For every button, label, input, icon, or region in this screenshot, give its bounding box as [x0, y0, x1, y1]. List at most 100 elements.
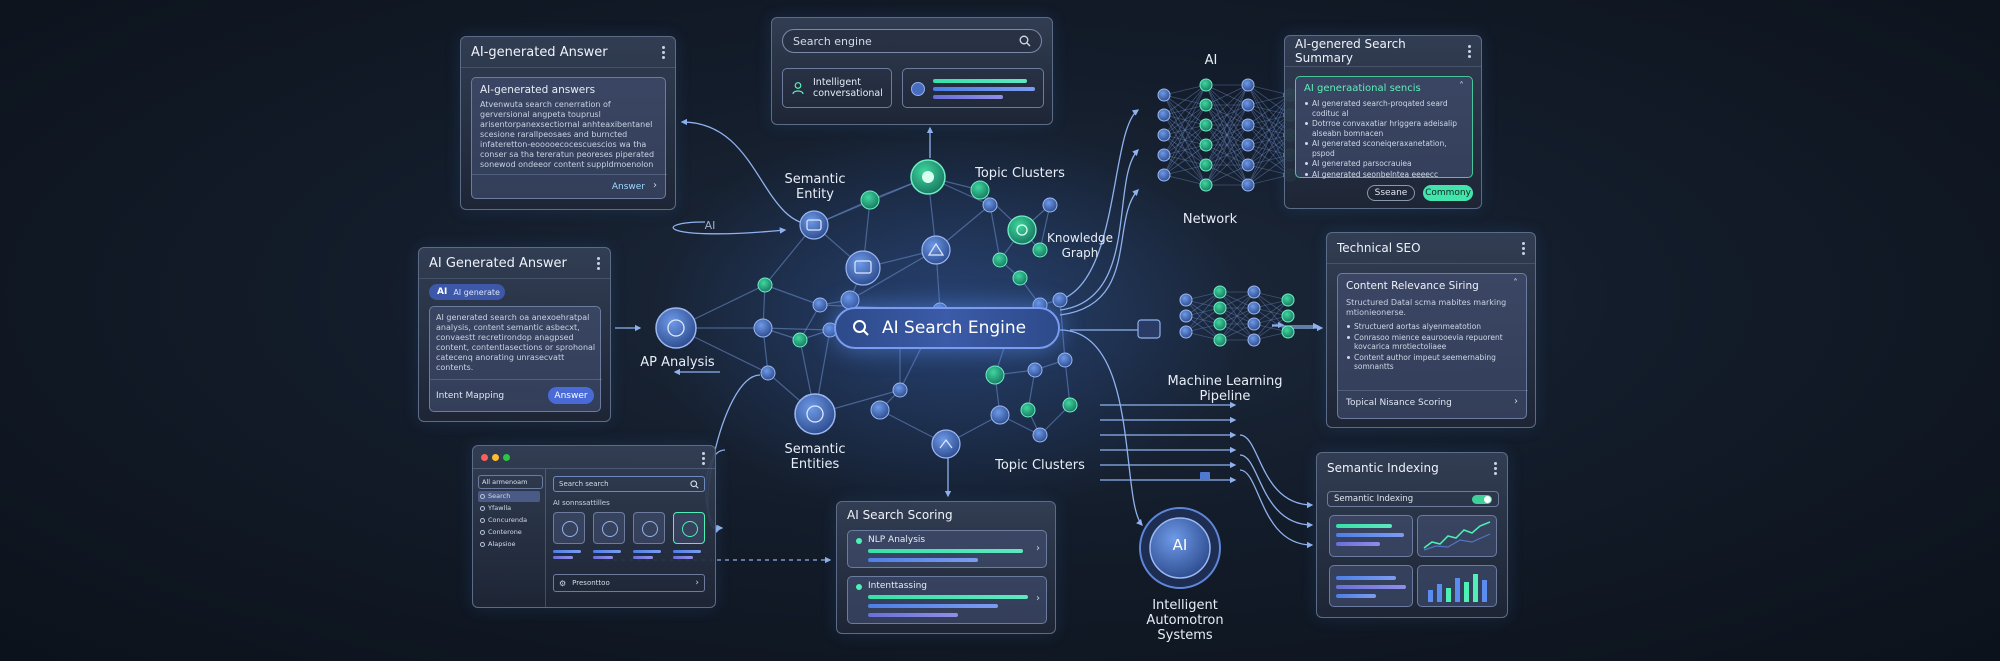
- label-semantic-entity: Semantic Entity: [784, 172, 846, 202]
- more-menu-icon[interactable]: [661, 45, 665, 59]
- label-semantic-entities: Semantic Entities: [784, 442, 846, 472]
- graph-node: [1020, 402, 1036, 418]
- ai-generated-answer-panel-2: AI Generated Answer AI AI generate AI ge…: [418, 247, 611, 422]
- neuron-node: [1157, 128, 1171, 142]
- more-menu-icon[interactable]: [701, 452, 705, 465]
- item-icon: [480, 506, 485, 511]
- sidebar-item-3[interactable]: Conterone: [478, 527, 540, 538]
- bullet-item: AI generated sconeiqeraxanetation, pspod: [1304, 139, 1469, 158]
- app-tile-0[interactable]: [553, 512, 585, 544]
- neuron-node: [1213, 301, 1227, 315]
- label-ai-small: AI: [704, 219, 716, 232]
- neuron-node: [1179, 309, 1193, 323]
- neuron-node: [1281, 293, 1295, 307]
- sidebar-item-2[interactable]: Concurenda: [478, 515, 540, 526]
- graph-node: [812, 297, 828, 313]
- graph-node: [1032, 242, 1048, 258]
- neuron-node: [1213, 317, 1227, 331]
- network-icon: [562, 521, 578, 537]
- index-card-line-chart: [1417, 515, 1497, 557]
- more-menu-icon[interactable]: [1493, 461, 1497, 475]
- sidebar-item-4[interactable]: Alapsioe: [478, 539, 540, 550]
- item-icon: [480, 518, 485, 523]
- neuron-node: [1241, 78, 1255, 92]
- label-intelligent-automation: Intelligent Automotron Systems: [1146, 598, 1224, 643]
- graph-node: [982, 197, 998, 213]
- neuron-node: [1157, 148, 1171, 162]
- chevron-up-icon[interactable]: ˄: [1513, 278, 1518, 289]
- answer-link[interactable]: Answer: [611, 182, 645, 192]
- neuron-node: [1247, 285, 1261, 299]
- answer-heading: AI-generated answers: [480, 84, 596, 96]
- answer-button[interactable]: Answer: [548, 387, 594, 404]
- sidebar-item-0[interactable]: Search: [478, 491, 540, 502]
- center-label: AI Search Engine: [882, 318, 1027, 338]
- neuron-node: [1241, 178, 1255, 192]
- graph-node: [992, 252, 1008, 268]
- summary-card: AI generaational sencis ˄ AI generated s…: [1295, 76, 1473, 179]
- neuron-node: [1213, 333, 1227, 347]
- answer-body: Atvenwuta search cenerration of gerversi…: [480, 100, 655, 169]
- topical-scoring-label[interactable]: Topical Nisance Scoring: [1346, 398, 1452, 408]
- globe-icon: [911, 82, 925, 96]
- neuron-node: [1199, 98, 1213, 112]
- toggle-switch[interactable]: [1472, 494, 1492, 504]
- neuron-node: [1157, 168, 1171, 182]
- neuron-node: [1199, 178, 1213, 192]
- index-card-bar-chart: [1417, 565, 1497, 607]
- panel-title: Semantic Indexing: [1327, 461, 1439, 475]
- sseane-button[interactable]: Sseane: [1367, 185, 1415, 201]
- ai-search-engine-node[interactable]: AI Search Engine: [834, 307, 1060, 349]
- intent-mapping-label: Intent Mapping: [436, 391, 505, 401]
- search-icon: [690, 479, 699, 489]
- scoring-row-intent[interactable]: Intenttassing ›: [847, 576, 1047, 624]
- search-placeholder: Search engine: [793, 34, 872, 48]
- maximize-dot[interactable]: [503, 454, 510, 461]
- label-ap-analysis: AP Analysis: [640, 355, 715, 370]
- graph-node: [990, 405, 1010, 425]
- network-icon: [642, 521, 658, 537]
- more-menu-icon[interactable]: [1521, 241, 1525, 255]
- network-icon: [682, 521, 698, 537]
- minimize-dot[interactable]: [492, 454, 499, 461]
- search-input[interactable]: Search engine: [782, 29, 1042, 53]
- chevron-up-icon[interactable]: ˄: [1459, 81, 1464, 92]
- app-tile-3[interactable]: [673, 512, 705, 544]
- indexing-toggle-row[interactable]: Semantic Indexing: [1327, 491, 1499, 507]
- graph-node: [792, 332, 808, 348]
- neuron-node: [1199, 158, 1213, 172]
- network-icon: [602, 521, 618, 537]
- neuron-node: [1199, 138, 1213, 152]
- graph-node: [1032, 427, 1048, 443]
- commony-button[interactable]: Commony: [1423, 185, 1473, 201]
- neuron-node: [1247, 301, 1261, 315]
- neuron-node: [1281, 309, 1295, 323]
- neuron-node: [1241, 118, 1255, 132]
- index-card-bars-2: [1329, 565, 1413, 607]
- neuron-node: [1199, 118, 1213, 132]
- seo-intro: Structured Datal scma mabites marking mt…: [1346, 298, 1507, 317]
- neuron-node: [1241, 98, 1255, 112]
- app-tile-1[interactable]: [593, 512, 625, 544]
- graph-node: [1052, 292, 1068, 308]
- label-network: Network: [1182, 212, 1238, 227]
- app-tile-2[interactable]: [633, 512, 665, 544]
- index-card-bars: [1329, 515, 1413, 557]
- line-chart-icon: [1423, 521, 1491, 551]
- neuron-node: [1247, 333, 1261, 347]
- app-footer-row[interactable]: ⚙ Presonttoo ›: [553, 574, 705, 592]
- more-menu-icon[interactable]: [596, 256, 600, 270]
- item-icon: [480, 542, 485, 547]
- sidebar-item-1[interactable]: Yfawlla: [478, 503, 540, 514]
- close-dot[interactable]: [481, 454, 488, 461]
- search-icon: [1019, 35, 1031, 47]
- scoring-row-nlp[interactable]: NLP Analysis ›: [847, 530, 1047, 568]
- bullet-item: AI generated search-proqated seard codit…: [1304, 99, 1469, 118]
- neuron-node: [1179, 325, 1193, 339]
- user-icon: [792, 82, 804, 95]
- intelligent-conversational-tile[interactable]: Intelligent conversational: [782, 68, 892, 108]
- app-search-input[interactable]: Search search: [553, 476, 705, 492]
- gear-icon: ⚙: [559, 578, 567, 588]
- more-menu-icon[interactable]: [1467, 44, 1471, 58]
